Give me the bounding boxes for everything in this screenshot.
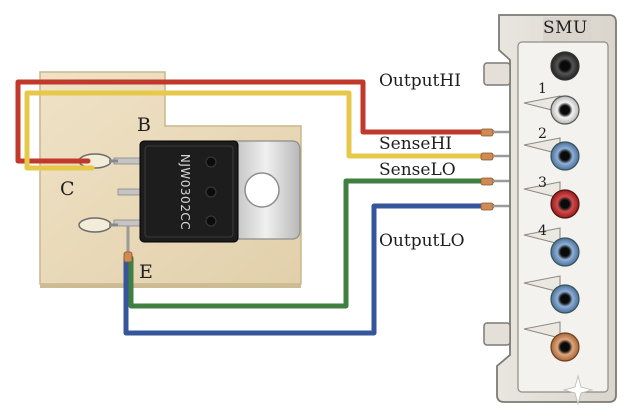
jack-copper — [550, 332, 580, 362]
wire-ends — [123, 128, 494, 263]
wire-sensehi — [24, 90, 495, 171]
wire-outputhi — [15, 79, 495, 164]
panel-latch-top — [483, 62, 511, 86]
wire-senselo — [128, 178, 495, 309]
wire-outputlo — [123, 203, 495, 336]
label-outputlo: OutputLO — [379, 231, 465, 251]
transistor: NJW0302CC — [113, 140, 301, 243]
part-number: NJW0302CC — [178, 154, 192, 230]
smu-panel — [483, 14, 617, 406]
label-outputhi: OutputHI — [379, 71, 461, 91]
jack-white — [550, 95, 580, 125]
sparkle-icon — [562, 374, 594, 406]
jack-blue — [550, 141, 580, 171]
label-sensehi: SenseHI — [379, 134, 452, 154]
jack-red — [550, 189, 580, 219]
label-senselo: SenseLO — [379, 160, 456, 180]
mounting-hole — [244, 172, 280, 208]
pin-number-2: 2 — [538, 126, 547, 142]
jack-black — [550, 51, 580, 81]
jacks — [550, 51, 580, 362]
terminal-label-base: B — [137, 114, 151, 136]
pin-number-4: 4 — [538, 223, 547, 239]
pin-number-3: 3 — [538, 175, 547, 191]
smu-title: SMU — [543, 18, 588, 38]
terminal-label-emitter: E — [139, 261, 153, 283]
jack-blue — [550, 284, 580, 314]
jack-blue — [550, 237, 580, 267]
wires — [15, 79, 525, 336]
pin-number-1: 1 — [538, 81, 547, 97]
terminal-label-collector: C — [60, 178, 75, 200]
panel-latch-bottom — [483, 322, 511, 346]
solder-pads — [78, 153, 118, 233]
